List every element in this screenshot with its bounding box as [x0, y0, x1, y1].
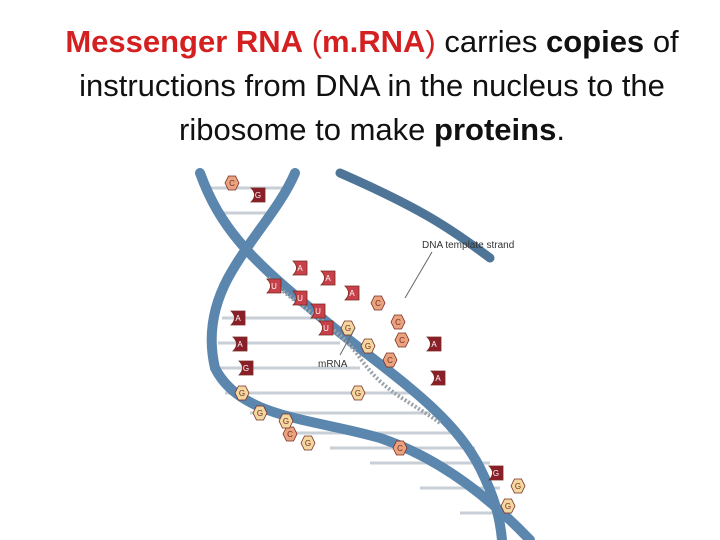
- nucleotide-letter: A: [297, 264, 303, 273]
- nucleotide-letter: U: [271, 282, 277, 291]
- nucleotide-base-g: G: [238, 360, 254, 376]
- nucleotide-base-c: C: [224, 175, 240, 191]
- nucleotide-letter: G: [239, 389, 245, 398]
- title-period: .: [556, 112, 565, 147]
- nucleotide-base-u: U: [318, 320, 334, 336]
- title-term-proteins: proteins: [434, 112, 557, 147]
- nucleotide-letter: A: [435, 374, 441, 383]
- nucleotide-letter: G: [505, 502, 511, 511]
- nucleotide-letter: C: [395, 318, 401, 327]
- nucleotide-base-c: C: [370, 295, 386, 311]
- dna-template-leader: [404, 251, 433, 299]
- nucleotide-base-c: C: [392, 440, 408, 456]
- title-term-copies: copies: [545, 24, 645, 59]
- nucleotide-base-u: U: [310, 303, 326, 319]
- nucleotide-base-g: G: [350, 385, 366, 401]
- nucleotide-letter: U: [315, 307, 321, 316]
- nucleotide-base-a: A: [430, 370, 446, 386]
- nucleotide-base-u: U: [292, 290, 308, 306]
- slide-title: Messenger RNA (m.RNA) carries copies of …: [22, 20, 720, 152]
- nucleotide-letter: G: [345, 324, 351, 333]
- nucleotide-base-a: A: [292, 260, 308, 276]
- nucleotide-letter: G: [305, 439, 311, 448]
- nucleotide-letter: C: [399, 336, 405, 345]
- nucleotide-base-u: U: [266, 278, 282, 294]
- nucleotide-base-g: G: [360, 338, 376, 354]
- nucleotide-base-a: A: [344, 285, 360, 301]
- dna-backbone-right: [206, 168, 535, 540]
- nucleotide-letter: A: [325, 274, 331, 283]
- nucleotide-letter: A: [235, 314, 241, 323]
- nucleotide-base-g: G: [510, 478, 526, 494]
- nucleotide-base-g: G: [300, 435, 316, 451]
- title-term-mrna: Messenger RNA: [65, 24, 304, 59]
- nucleotide-base-g: G: [250, 187, 266, 203]
- nucleotide-base-a: A: [426, 336, 442, 352]
- nucleotide-letter: C: [375, 299, 381, 308]
- nucleotide-letter: C: [287, 430, 293, 439]
- mrna-label: mRNA: [318, 359, 348, 370]
- nucleotide-letter: G: [493, 469, 499, 478]
- nucleotide-letter: A: [431, 340, 437, 349]
- dna-backbone-left: [195, 168, 507, 540]
- nucleotide-base-g: G: [252, 405, 268, 421]
- nucleotide-letter: G: [243, 364, 249, 373]
- nucleotide-letter: U: [323, 324, 329, 333]
- nucleotide-letter: C: [229, 179, 235, 188]
- mrna-leader: [339, 327, 356, 356]
- nucleotide-base-g: G: [234, 385, 250, 401]
- dna-template-label: DNA template strand: [422, 240, 514, 251]
- nucleotide-letter: G: [515, 482, 521, 491]
- nucleotide-base-g: G: [488, 465, 504, 481]
- nucleotide-base-c: C: [382, 352, 398, 368]
- title-text-middle: of instructions from DNA in the nucleus …: [79, 24, 679, 147]
- nucleotide-base-c: C: [394, 332, 410, 348]
- nucleotide-letter: C: [397, 444, 403, 453]
- nucleotide-letter: G: [283, 417, 289, 426]
- title-text-carries: carries: [444, 24, 538, 59]
- nucleotide-base-a: A: [230, 310, 246, 326]
- title-paren-close: ): [425, 24, 436, 59]
- dna-backbone-far: [335, 168, 495, 263]
- title-paren-open: (: [311, 24, 323, 59]
- nucleotide-base-a: A: [320, 270, 336, 286]
- nucleotide-base-g: G: [340, 320, 356, 336]
- nucleotide-letter: G: [355, 389, 361, 398]
- nucleotide-base-g: G: [278, 413, 294, 429]
- nucleotide-base-c: C: [390, 314, 406, 330]
- nucleotide-letter: A: [237, 340, 243, 349]
- nucleotide-base-g: G: [500, 498, 516, 514]
- nucleotide-base-c: C: [282, 426, 298, 442]
- title-abbrev: m.RNA: [322, 24, 426, 59]
- nucleotide-letter: U: [297, 294, 303, 303]
- nucleotide-letter: G: [365, 342, 371, 351]
- nucleotide-letter: G: [255, 191, 261, 200]
- nucleotide-base-a: A: [232, 336, 248, 352]
- nucleotide-letter: C: [387, 356, 393, 365]
- nucleotide-letter: A: [349, 289, 355, 298]
- nucleotide-letter: G: [257, 409, 263, 418]
